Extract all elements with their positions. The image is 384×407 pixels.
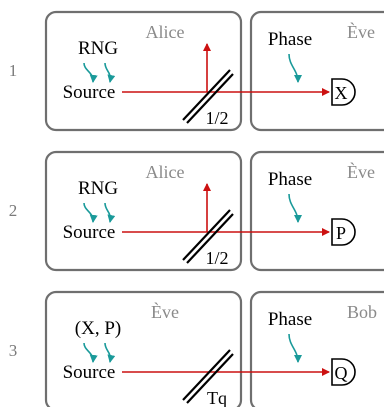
right-panel <box>249 10 384 132</box>
left-panel <box>44 290 243 407</box>
control-arrow-left <box>83 342 98 363</box>
control-arrow-right <box>104 342 116 363</box>
detector <box>331 358 356 386</box>
detector-label: P <box>336 223 346 243</box>
splitter-label: 1/2 <box>205 108 228 128</box>
control-arrow-left <box>83 62 98 83</box>
rng-label: (X, P) <box>75 318 121 339</box>
right-panel-party-label: Bob <box>347 302 377 322</box>
row-index-label: 1 <box>9 61 18 80</box>
left-panel-party-label: Ève <box>151 301 179 322</box>
beam-splitter <box>182 209 231 261</box>
beam-splitter <box>182 69 231 121</box>
row-index-label: 2 <box>9 201 18 220</box>
control-arrow-right <box>104 202 116 223</box>
phase-arrow <box>288 193 302 223</box>
source-label: Source <box>63 362 116 383</box>
left-panel-party-label: Alice <box>146 162 185 182</box>
splitter-label: Tq <box>207 388 227 407</box>
right-panel-party-label: Ève <box>347 21 375 42</box>
source-label: Source <box>63 222 116 243</box>
control-arrow-right <box>104 62 116 83</box>
rng-label: RNG <box>78 178 118 199</box>
beam-splitter <box>182 349 231 401</box>
splitter-label: 1/2 <box>205 248 228 268</box>
phase-label: Phase <box>268 309 312 330</box>
beam-splitter-back <box>186 213 234 264</box>
phase-label: Phase <box>268 169 312 190</box>
beam-splitter-back <box>186 353 234 404</box>
phase-arrow <box>288 53 302 83</box>
row-index-label: 3 <box>9 341 18 360</box>
detector-label: Q <box>335 363 348 383</box>
phase-arrow <box>288 333 302 363</box>
beam-splitter-back <box>186 73 234 124</box>
left-panel <box>44 10 243 132</box>
right-panel <box>249 150 384 272</box>
left-panel <box>44 150 243 272</box>
rng-label: RNG <box>78 38 118 59</box>
source-label: Source <box>63 82 116 103</box>
detector <box>331 218 356 246</box>
right-panel-party-label: Ève <box>347 161 375 182</box>
phase-label: Phase <box>268 29 312 50</box>
right-panel <box>249 290 384 407</box>
left-panel-party-label: Alice <box>146 22 185 42</box>
detector <box>331 78 356 106</box>
detector-label: X <box>335 83 348 103</box>
control-arrow-left <box>83 202 98 223</box>
